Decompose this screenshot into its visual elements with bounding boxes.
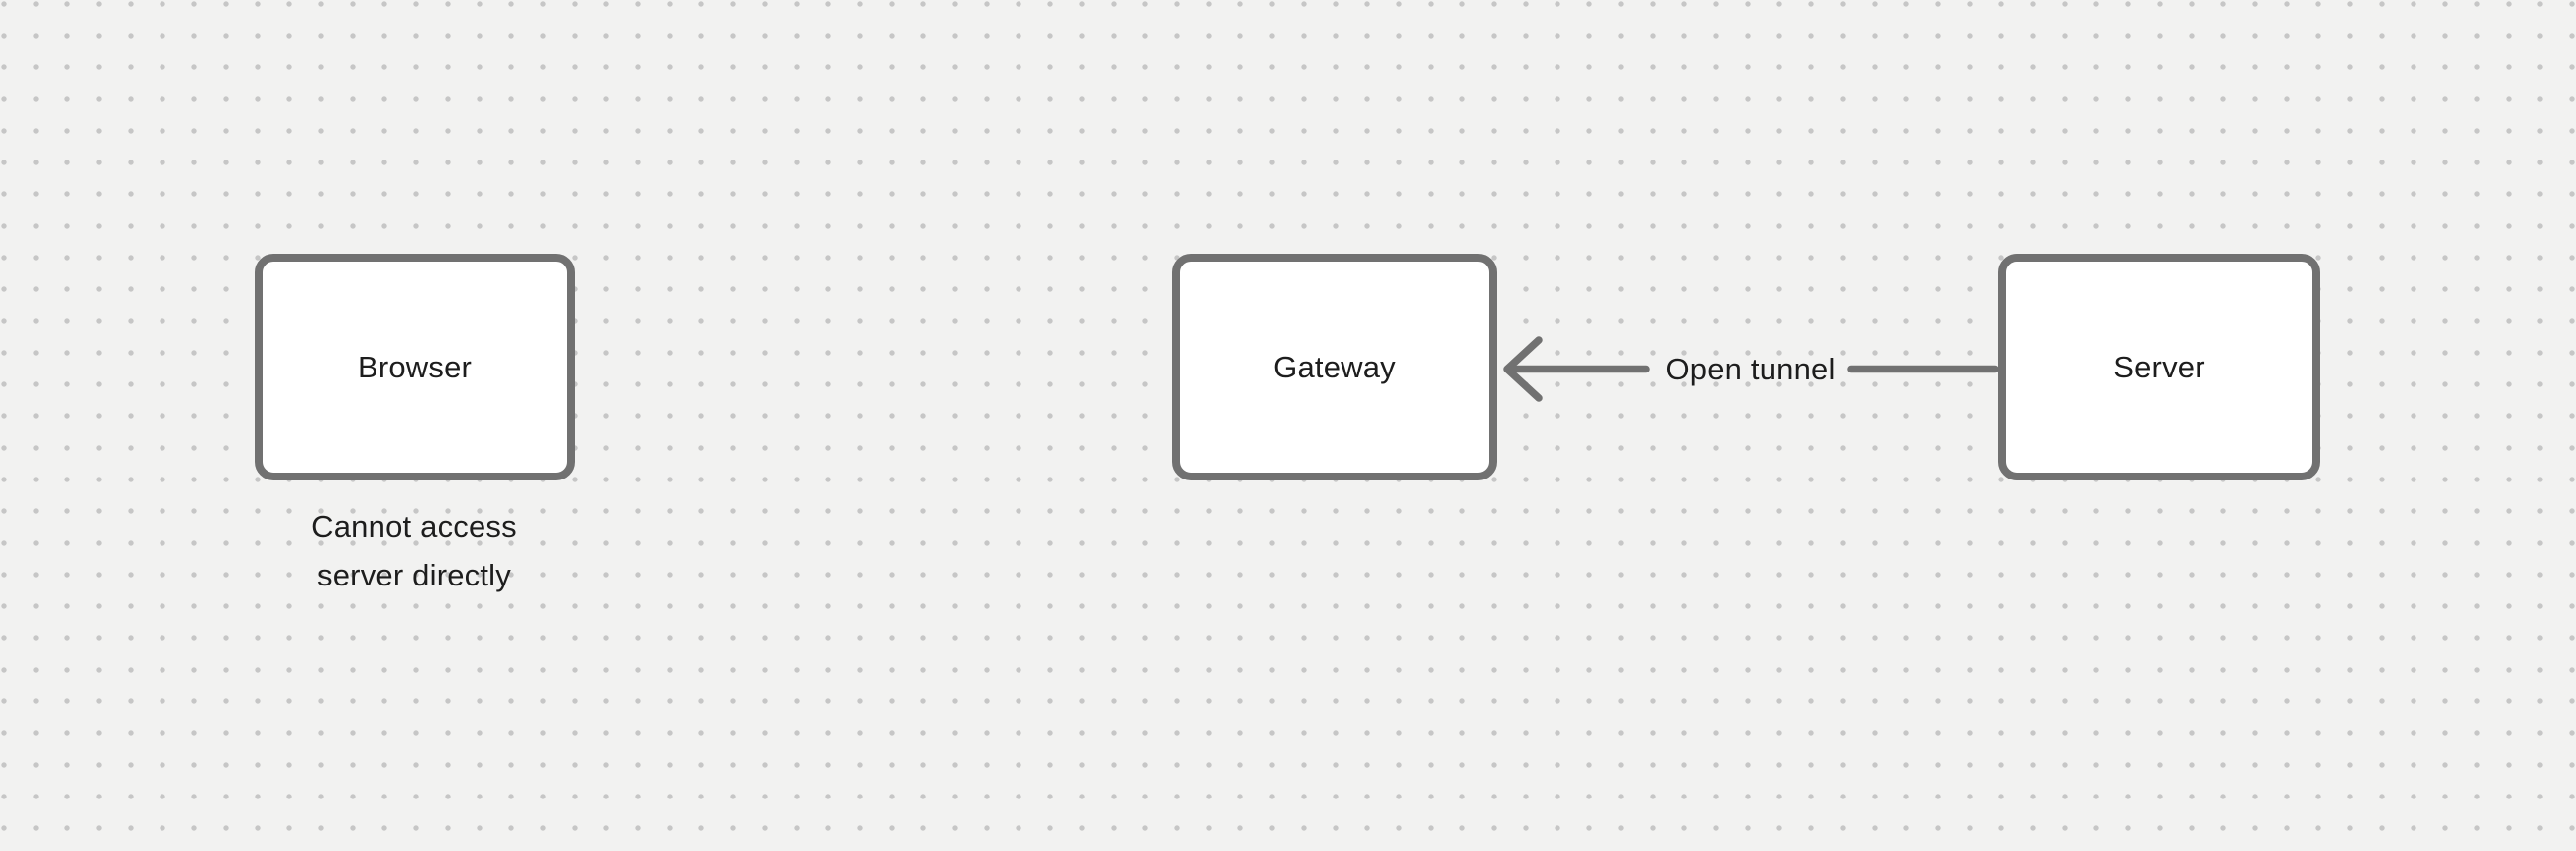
node-gateway[interactable]: Gateway (1172, 254, 1497, 480)
arrowhead-left-icon (1503, 336, 1543, 402)
node-browser-label: Browser (357, 349, 473, 384)
node-gateway-label: Gateway (1273, 349, 1396, 384)
arrow-server-to-gateway-svg (1503, 336, 1999, 402)
edge-label-open-tunnel: Open tunnel (1665, 351, 1836, 386)
node-browser[interactable]: Browser (255, 254, 575, 480)
node-server[interactable]: Server (1998, 254, 2320, 480)
node-server-label: Server (2113, 349, 2205, 384)
note-cannot-access-server[interactable]: Cannot access server directly (311, 509, 517, 592)
